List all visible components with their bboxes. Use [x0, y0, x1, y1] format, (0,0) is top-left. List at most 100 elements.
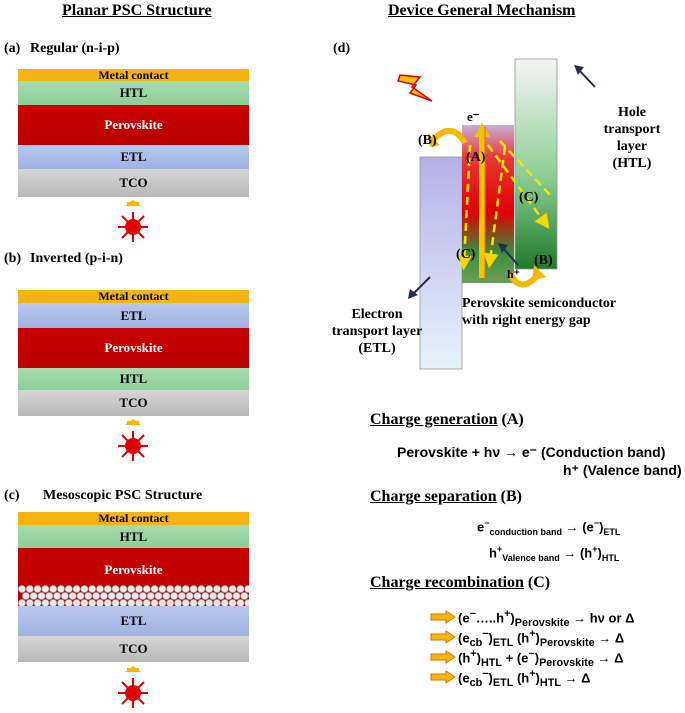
recombination-line-3: (h+)HTL + (e−)Perovskite → Δ — [458, 648, 624, 669]
particle — [49, 585, 58, 593]
sun-icon — [118, 666, 148, 708]
particle — [123, 592, 132, 600]
particle — [177, 592, 186, 600]
generation-equation: Perovskite + hν → e⁻ (Conduction band) — [397, 444, 666, 460]
sun-icon — [118, 419, 148, 461]
planar-header: Planar PSC Structure — [62, 2, 212, 19]
marker-b1: (B) — [418, 133, 437, 148]
particle — [111, 585, 120, 593]
perovskite-layer: Perovskite — [18, 105, 249, 145]
marker-b2: (B) — [534, 253, 553, 268]
particle — [41, 585, 50, 593]
charge-recombination-heading: Charge recombination (C) — [370, 574, 551, 591]
particle — [216, 592, 225, 600]
panel-d-label: (d) — [333, 41, 351, 56]
particle — [45, 592, 54, 600]
particle — [209, 592, 217, 600]
particle — [64, 585, 73, 593]
tco-layer: TCO — [18, 390, 249, 416]
metal-contact-layer: Metal contact — [18, 511, 249, 525]
htl-layer: HTL — [18, 525, 249, 548]
particle — [174, 585, 182, 593]
particle — [127, 585, 136, 593]
particle — [224, 592, 233, 600]
particle — [146, 592, 155, 600]
panel-b-title: Inverted (p-i-n) — [30, 251, 123, 266]
htl-layer: HTL — [18, 81, 249, 105]
electron-label: e⁻ — [467, 109, 480, 124]
particle — [22, 592, 30, 600]
particle — [139, 592, 147, 600]
particle — [84, 592, 93, 600]
panel-c-label: (c) — [4, 488, 20, 503]
particle — [37, 592, 46, 600]
particle — [213, 585, 221, 593]
particle — [88, 585, 97, 593]
particle — [166, 585, 175, 593]
particle — [162, 592, 171, 600]
particle — [135, 585, 143, 593]
particle — [158, 585, 167, 593]
perovskite-layer: Perovskite — [18, 328, 249, 368]
particle — [142, 585, 151, 593]
particle — [103, 585, 112, 593]
metal-contact-layer: Metal contact — [18, 289, 249, 303]
particle — [154, 592, 163, 600]
particle — [53, 592, 61, 600]
particle — [115, 592, 124, 600]
particle — [96, 585, 104, 593]
particle — [29, 592, 38, 600]
htl-layer: HTL — [18, 368, 249, 390]
particle — [131, 592, 139, 600]
mesoporous-particles — [18, 585, 249, 607]
particle — [205, 585, 214, 593]
marker-a: (A) — [466, 150, 486, 165]
etl-layer: ETL — [18, 303, 249, 328]
generation-equation-hole: h⁺ (Valence band) — [563, 462, 682, 478]
mechanism-header: Device General Mechanism — [388, 2, 576, 19]
particle — [185, 592, 194, 600]
particle — [100, 592, 108, 600]
etl-layer: ETL — [18, 606, 249, 636]
panel-c-title: Mesoscopic PSC Structure — [43, 488, 203, 503]
particle — [201, 592, 210, 600]
particle — [244, 585, 249, 593]
particle — [25, 585, 34, 593]
particle — [150, 585, 159, 593]
sun-icon — [118, 200, 148, 242]
arrow-icon — [430, 610, 456, 624]
particle — [170, 592, 178, 600]
marker-c2: (C) — [519, 190, 539, 205]
arrow-icon — [430, 670, 456, 684]
particle — [61, 592, 69, 600]
etl-layer: ETL — [18, 145, 249, 169]
tco-layer: TCO — [18, 636, 249, 662]
particle — [76, 592, 85, 600]
particle — [57, 585, 65, 593]
tco-layer: TCO — [18, 169, 249, 197]
particle — [240, 592, 249, 600]
particle — [119, 585, 128, 593]
particle — [193, 592, 202, 600]
particle — [68, 592, 77, 600]
particle — [72, 585, 81, 593]
separation-equation-hole: h+Valence band → (h+)HTL — [489, 544, 620, 563]
arrow-icon — [430, 630, 456, 644]
charge-separation-heading: Charge separation (B) — [370, 488, 522, 505]
particle — [236, 585, 245, 593]
lightning-icon — [397, 74, 433, 102]
separation-equation-electron: e−conduction band → (e−)ETL — [477, 518, 621, 537]
particle — [189, 585, 198, 593]
particle — [181, 585, 190, 593]
recombination-line-4: (ecb−)ETL (h+)HTL → Δ — [458, 668, 591, 689]
marker-c1: (C) — [456, 247, 476, 262]
particle — [80, 585, 89, 593]
etl-band — [419, 156, 463, 370]
particle — [18, 585, 26, 593]
recombination-line-1: (e−…..h+)Perovskite → hν or Δ — [458, 608, 635, 629]
charge-generation-heading: Charge generation (A) — [370, 411, 524, 428]
energy-diagram — [397, 58, 596, 370]
